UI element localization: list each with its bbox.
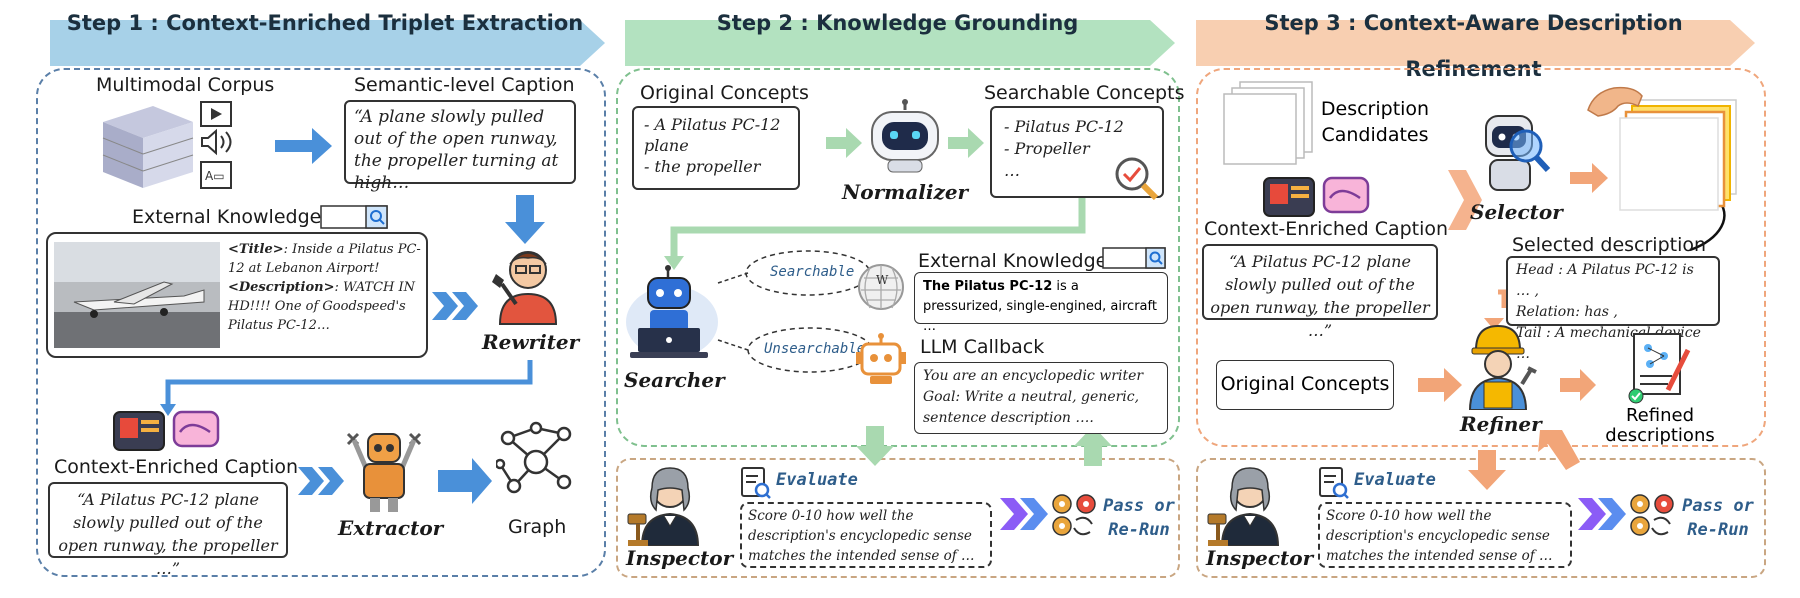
step2-search-icon	[1102, 247, 1166, 269]
searcher-label: Searcher	[624, 368, 725, 392]
multimodal-corpus-label: Multimodal Corpus	[96, 74, 275, 96]
step3-original-concepts-box: Original Concepts	[1216, 360, 1394, 410]
step1-panel	[36, 68, 606, 577]
selected-description-box: Head : A Pilatus PC-12 is … , Relation: …	[1506, 256, 1720, 362]
selected-card-hand-icon	[1587, 86, 1737, 211]
refiner-label: Refiner	[1460, 412, 1542, 436]
semantic-caption-label: Semantic-level Caption	[354, 74, 575, 96]
ek-title-text: : Inside a Pilatus PC-12 at Lebanon Airp…	[228, 242, 421, 276]
step3-panel	[1196, 68, 1766, 447]
step3-inspector-icon	[1207, 467, 1280, 546]
step3-evaluate-box: Score 0-10 how well the description's en…	[1318, 502, 1572, 568]
step2-panel	[616, 68, 1180, 447]
step3-evaluate-icon	[1319, 467, 1349, 499]
svg-text:W: W	[876, 273, 889, 287]
ek-desc-text: : WATCH IN HD!!!! One of Goodspeed's Pil…	[228, 280, 416, 333]
llm-callback-box: You are an encyclopedic writer Goal: Wri…	[914, 362, 1168, 434]
step2-title: Step 2 : Knowledge Grounding	[716, 11, 1079, 35]
step1-title: Step 1 : Context-Enriched Triplet Extrac…	[66, 11, 584, 35]
extractor-label: Extractor	[338, 516, 444, 540]
rewriter-label: Rewriter	[482, 330, 580, 354]
step2-evaluate-icon	[741, 467, 771, 499]
selector-robot-icon	[1485, 115, 1551, 191]
selector-label: Selector	[1470, 200, 1563, 224]
wikipedia-globe-icon: W	[858, 264, 904, 310]
step3-inspector-label: Inspector	[1206, 546, 1314, 570]
unsearchable-label: Unsearchable	[764, 341, 866, 357]
llm-robot-icon	[856, 333, 906, 384]
external-knowledge-label: External Knowledge	[132, 206, 322, 228]
step2-eval-panel	[616, 458, 1180, 578]
step3-context-caption-label: Context-Enriched Caption	[1204, 218, 1449, 240]
selected-description-label: Selected description	[1512, 234, 1707, 256]
rewriter-icon	[492, 251, 558, 325]
refined-document-icon	[1628, 333, 1691, 404]
search-icon	[320, 205, 388, 229]
step2-evaluate-box: Score 0-10 how well the description's en…	[740, 502, 992, 568]
ek-bold-text: The Pilatus PC-12	[923, 279, 1053, 294]
step3-multimodal-caption-icon	[1263, 176, 1370, 217]
step3-evaluate-label: Evaluate	[1354, 470, 1436, 490]
refiner-worker-icon	[1468, 324, 1537, 410]
semantic-caption-box: “A plane slowly pulled out of the open r…	[344, 100, 576, 193]
step2-inspector-icon	[627, 467, 700, 546]
context-caption-box: “A Pilatus PC-12 plane slowly pulled out…	[48, 482, 288, 578]
extractor-robot-icon	[346, 432, 422, 512]
normalizer-label: Normalizer	[842, 180, 969, 204]
airplane-photo	[54, 242, 220, 348]
graph-icon	[496, 421, 572, 494]
step2-evaluate-label: Evaluate	[776, 470, 858, 490]
step2-external-knowledge-label: External Knowledge	[918, 250, 1108, 272]
step3-pass-label: Pass or Re-Run	[1682, 496, 1754, 540]
searcher-robot-icon	[626, 265, 718, 358]
step3-context-caption-box: “A Pilatus PC-12 plane slowly pulled out…	[1202, 244, 1438, 340]
ek-rest-text: is a pressurized, single-engined, aircra…	[923, 279, 1157, 334]
description-candidates-stack	[1223, 81, 1313, 165]
searchable-concepts-label: Searchable Concepts	[984, 82, 1185, 104]
svg-text:A▭: A▭	[205, 169, 225, 183]
refined-descriptions-label: Refined descriptions	[1605, 405, 1715, 446]
context-caption-label: Context-Enriched Caption	[54, 456, 299, 478]
step2-pass-rerun-icon	[1052, 494, 1096, 536]
server-stack-icon: A▭	[102, 101, 232, 189]
ek-title-tag: <Title>	[228, 242, 284, 257]
ek-desc-tag: <Description>	[228, 280, 335, 295]
searchable-label: Searchable	[770, 264, 855, 280]
original-concepts-label: Original Concepts	[640, 82, 809, 104]
graph-label: Graph	[508, 516, 567, 538]
description-candidates-label: Description Candidates	[1320, 98, 1430, 146]
step3-pass-rerun-icon	[1630, 494, 1674, 536]
llm-callback-label: LLM Callback	[920, 336, 1045, 358]
step2-external-knowledge-box: The Pilatus PC-12 is a pressurized, sing…	[914, 272, 1168, 334]
original-concepts-box: - A Pilatus PC-12 plane - the propeller	[632, 106, 800, 190]
step2-inspector-label: Inspector	[626, 546, 734, 570]
multimodal-caption-icon	[113, 410, 220, 451]
external-knowledge-text: <Title>: Inside a Pilatus PC-12 at Leban…	[228, 240, 424, 335]
step2-pass-label: Pass or Re-Run	[1103, 496, 1175, 540]
normalizer-robot-icon	[871, 99, 939, 173]
magnifier-check-icon	[1115, 157, 1159, 200]
